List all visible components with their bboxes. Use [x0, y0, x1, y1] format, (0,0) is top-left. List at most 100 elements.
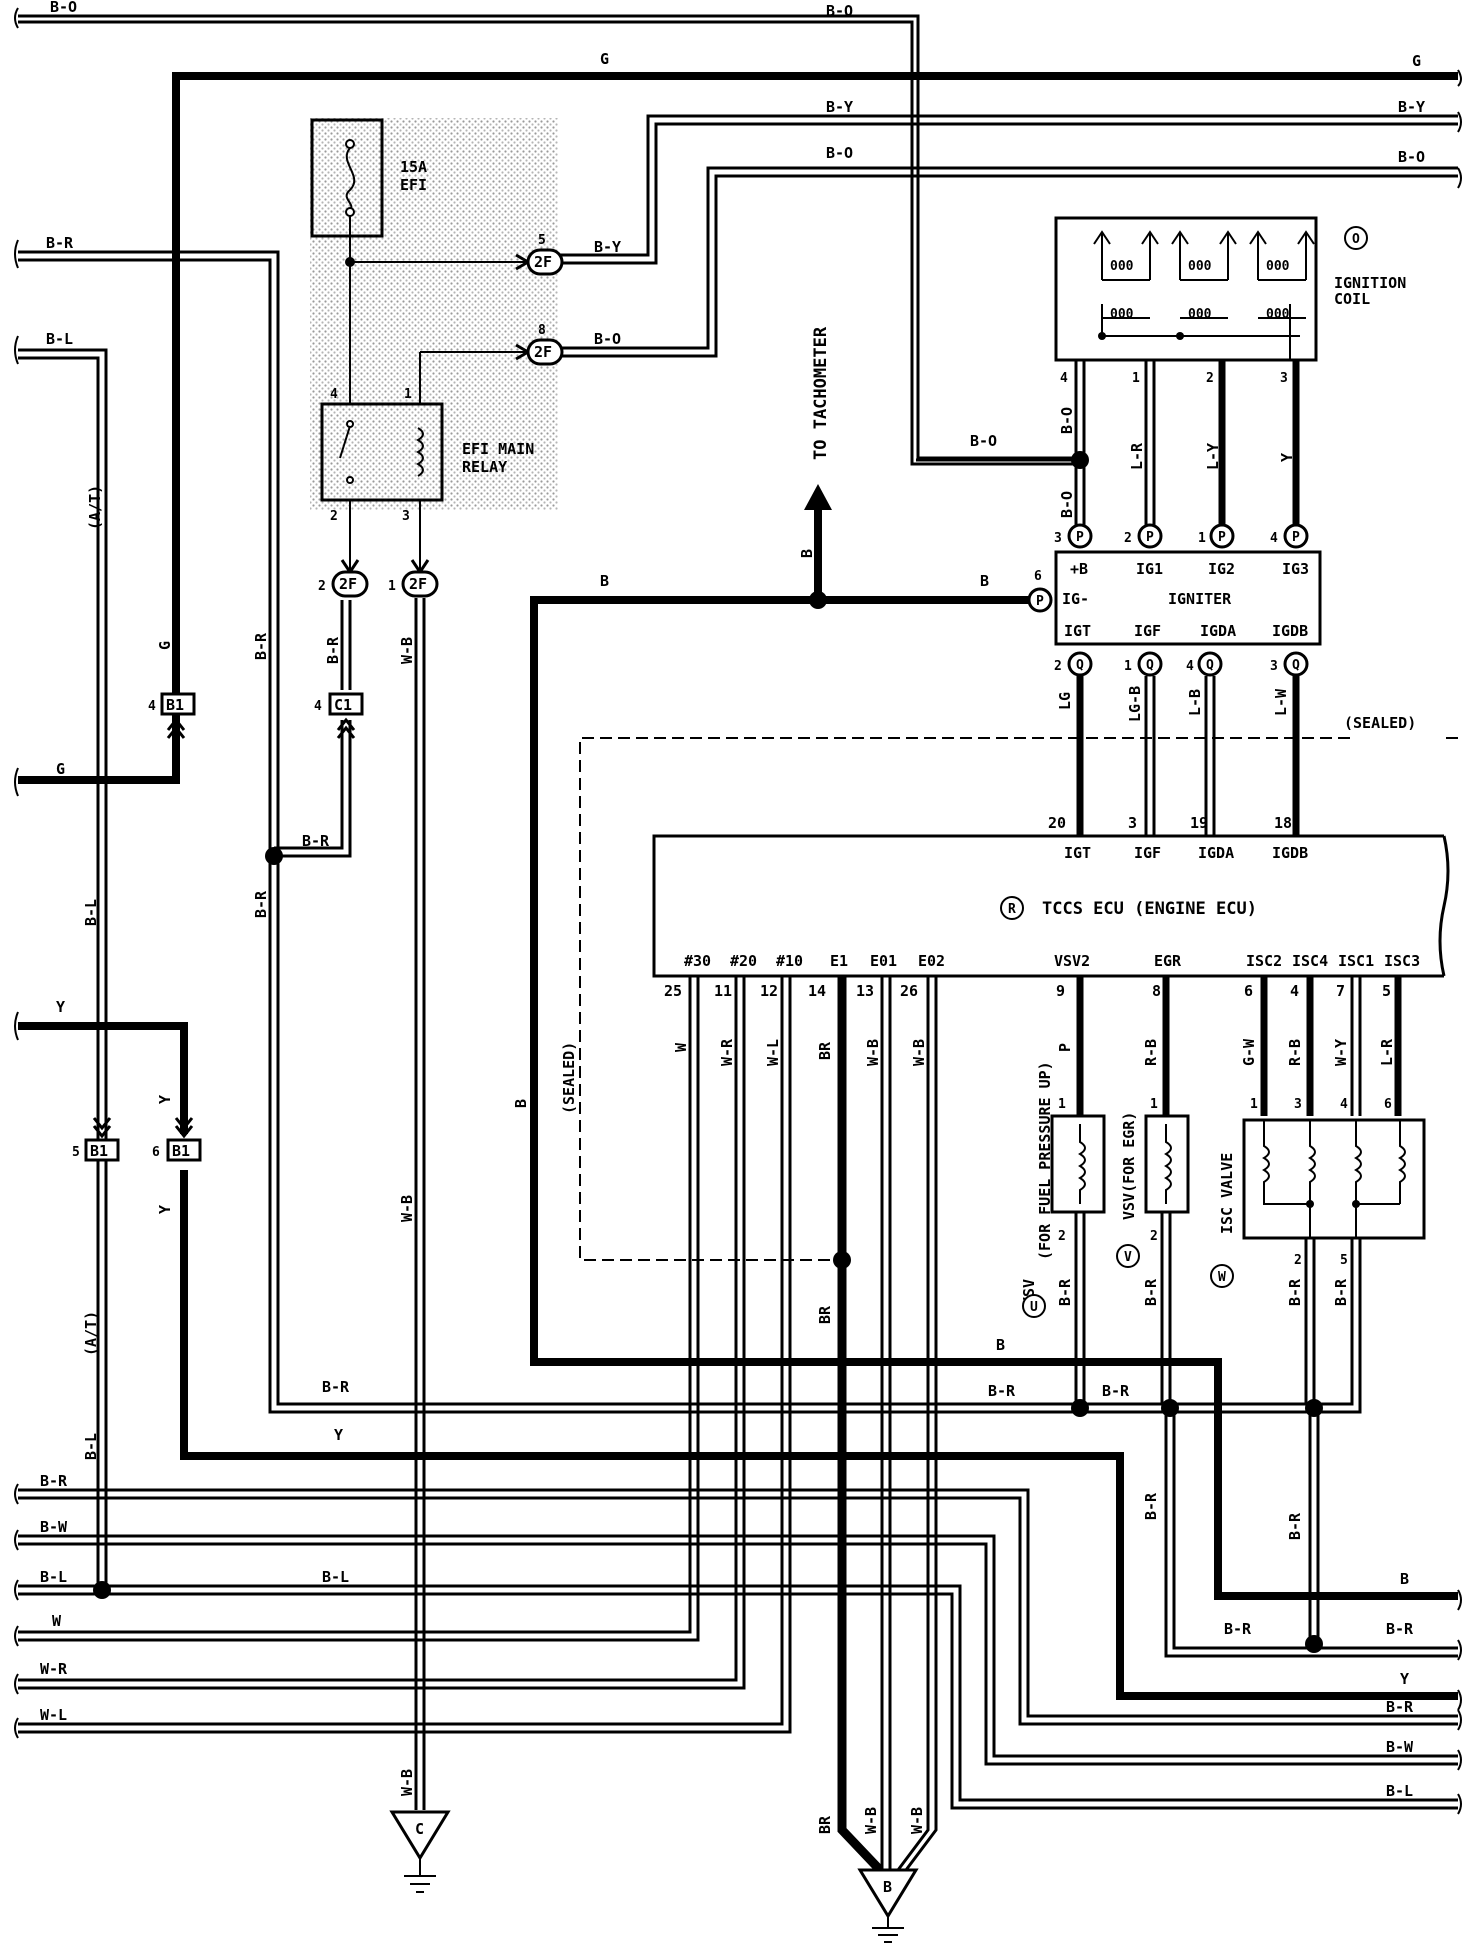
connector-2f-pin5: 2F: [526, 248, 564, 276]
b-r-vsv-label: B-R: [1056, 1278, 1074, 1306]
efi-junction: [345, 257, 355, 267]
b-ground-wire: [530, 596, 1458, 1600]
ecu-pin-13: 13: [856, 982, 874, 1000]
y-left-label: Y: [56, 998, 65, 1016]
svg-text:O: O: [1352, 232, 1360, 247]
g-left-label: G: [56, 760, 65, 778]
bottom-right-label-6: B-L: [1386, 1782, 1413, 1800]
fuse-name: EFI: [400, 176, 427, 194]
vsv-fuel-junction: [1071, 1399, 1089, 1417]
igniter-q-pin-1: 1: [1124, 659, 1132, 674]
svg-text:B1: B1: [172, 1142, 190, 1160]
w-wire-label: W: [672, 1042, 690, 1052]
svg-text:000: 000: [1188, 259, 1212, 274]
ecu-bottom-wires: [18, 976, 1402, 1874]
ecu-pin-5: 5: [1382, 982, 1391, 1000]
svg-text:P: P: [1292, 530, 1300, 545]
coil-pin-1: 1: [1132, 371, 1140, 386]
b-r-bus-label-1: B-R: [988, 1382, 1016, 1400]
coil-l-y-label: L-Y: [1204, 443, 1222, 470]
b-r-junction: [265, 847, 283, 865]
svg-text:2F: 2F: [534, 253, 552, 271]
igniter-p-pin-2: 2: [1124, 531, 1132, 546]
ecu-pin-12: 12: [760, 982, 778, 1000]
b-r-bus-label-2: B-R: [1102, 1382, 1130, 1400]
svg-text:2F: 2F: [534, 343, 552, 361]
svg-text:P: P: [1076, 530, 1084, 545]
b-r-vert-label-2: B-R: [252, 890, 270, 918]
b-r-isc5-label: B-R: [1332, 1278, 1350, 1306]
sealed-label-left: (SEALED): [560, 1042, 578, 1114]
ecu-term-isc3: ISC3: [1384, 952, 1420, 970]
w-l-wire-label: W-L: [764, 1039, 782, 1066]
ecu-top-term-igt: IGT: [1064, 844, 1091, 862]
b-wire-label-3: B: [512, 1099, 530, 1108]
b-wire-label-2: B: [980, 572, 989, 590]
b-o-wire-label: B-O: [594, 330, 621, 348]
isc-pin-6: 6: [1384, 1097, 1392, 1112]
efi-main-relay: [320, 402, 444, 502]
pin-8-label: 8: [538, 323, 546, 338]
ecu-bottom-terminals: #30 #20 #10 E1 E01 E02 VSV2 EGR ISC2 ISC…: [684, 952, 1420, 970]
ecu-pin-8: 8: [1152, 982, 1161, 1000]
isc-junction: [1305, 1399, 1323, 1417]
isc-pin-2: 2: [1294, 1253, 1302, 1268]
igniter-top-pin-3: IG2: [1208, 560, 1235, 578]
ecu-term-10: #10: [776, 952, 803, 970]
w-b-vert-label-3: W-B: [398, 1769, 416, 1796]
b-y-top-right-label: B-Y: [1398, 98, 1425, 116]
bottom-edge-curls: [14, 1483, 1462, 1815]
bottom-left-label-3: B-L: [40, 1568, 67, 1586]
b-o-3-label: B-O: [826, 144, 853, 162]
r-b-isc4-label: R-B: [1286, 1039, 1304, 1066]
relay-pin-1: 1: [404, 387, 412, 402]
vsv-fuel-pin-2: 2: [1058, 1229, 1066, 1244]
tachometer-arrow: [804, 484, 832, 600]
igniter-q-pin-3: 3: [1270, 659, 1278, 674]
isc-marker: W: [1210, 1264, 1234, 1288]
pin-1-label: 1: [388, 579, 396, 594]
isc-valve: [1242, 1118, 1426, 1240]
ecu-top-pin-19: 19: [1190, 814, 1208, 832]
svg-text:U: U: [1030, 1300, 1038, 1315]
svg-text:P: P: [1218, 530, 1226, 545]
coil-b-o-label-2: B-O: [1058, 491, 1076, 518]
vsv-egr-junction: [1161, 1399, 1179, 1417]
svg-text:Q: Q: [1146, 658, 1154, 673]
b1-top-pin: 4: [148, 699, 156, 714]
ecu-pin-25: 25: [664, 982, 682, 1000]
y-vert-label-2: Y: [156, 1205, 174, 1214]
bottom-right-label-1: B: [1400, 1570, 1409, 1588]
b-y-top-label: B-Y: [826, 98, 853, 116]
igniter-bottom-pin-1: IGT: [1064, 622, 1091, 640]
svg-text:C: C: [415, 1820, 424, 1838]
tachometer-label: TO TACHOMETER: [811, 326, 831, 460]
ecu-term-vsv2: VSV2: [1054, 952, 1090, 970]
sealed-label-right: (SEALED): [1344, 714, 1416, 732]
w-b-vert-label-2: W-B: [398, 1195, 416, 1222]
isc-pin-3: 3: [1294, 1097, 1302, 1112]
coil-pin-4: 4: [1060, 371, 1068, 386]
b-tach-label: B: [798, 549, 816, 558]
bottom-left-label-1: B-R: [40, 1472, 68, 1490]
relay-pin-2: 2: [330, 509, 338, 524]
w-r-wire-label: W-R: [718, 1038, 736, 1066]
igniter-bottom-pin-4: IGDB: [1272, 622, 1308, 640]
coil-pin-2: 2: [1206, 371, 1214, 386]
igniter-left-pin: IG-: [1062, 590, 1089, 608]
e1-junction: [833, 1251, 851, 1269]
ignition-coil-name-2: COIL: [1334, 290, 1370, 308]
ecu-term-isc2: ISC2: [1246, 952, 1282, 970]
bottom-bus-wires: [18, 1452, 1458, 1810]
igniter-q-pin-2: 2: [1054, 659, 1062, 674]
lg-label: LG: [1056, 692, 1074, 710]
igniter-top-pin-4: IG3: [1282, 560, 1309, 578]
b1-pin6: 6: [152, 1145, 160, 1160]
ecu-pin-7: 7: [1336, 982, 1345, 1000]
svg-text:000: 000: [1188, 307, 1212, 322]
igniter-ecu-wires: [1076, 676, 1300, 836]
ecu-term-isc1: ISC1: [1338, 952, 1374, 970]
b-l-junction: [93, 1581, 111, 1599]
svg-text:C1: C1: [334, 696, 352, 714]
bottom-right-label-4: B-R: [1386, 1698, 1414, 1716]
